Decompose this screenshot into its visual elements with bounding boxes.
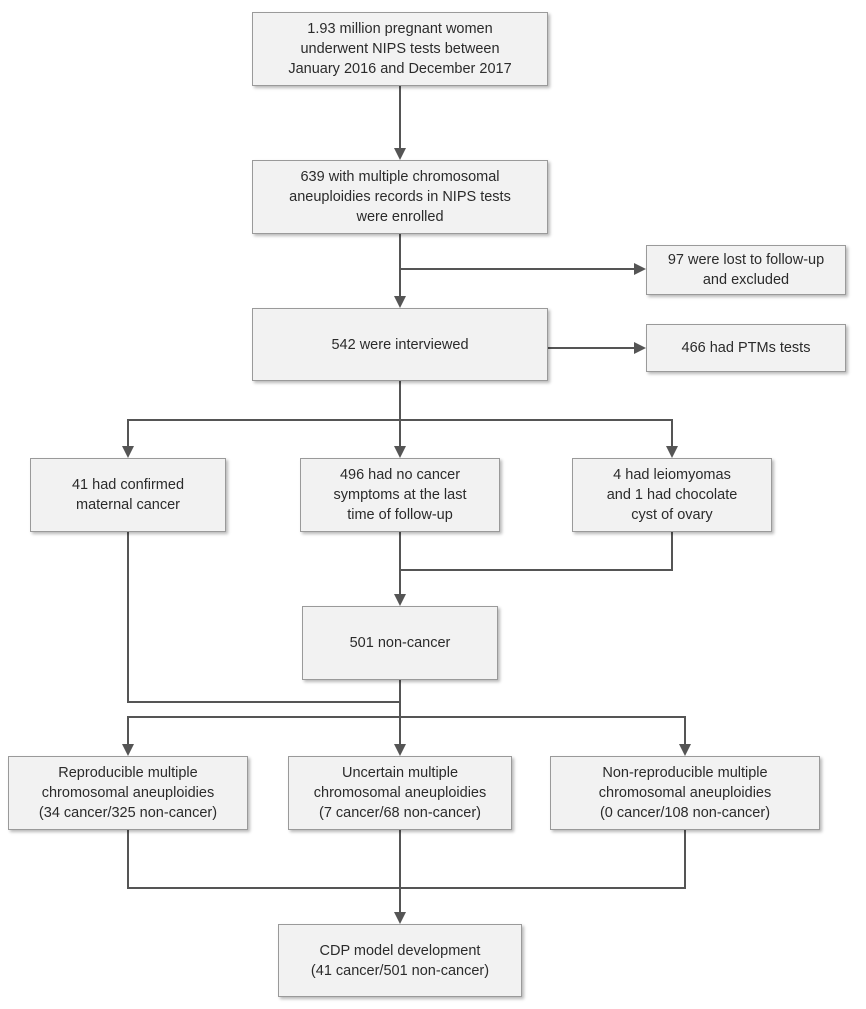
arrowhead-no-cancer xyxy=(394,446,406,458)
node-enrolled: 639 with multiple chromosomal aneuploidi… xyxy=(252,160,548,234)
node-ptms: 466 had PTMs tests xyxy=(646,324,846,372)
node-no-cancer-label: 496 had no cancer symptoms at the last t… xyxy=(333,467,467,523)
connector-class-merge xyxy=(127,830,686,889)
node-lost: 97 were lost to follow-up and excluded xyxy=(646,245,846,295)
arrowhead-enrolled xyxy=(394,148,406,160)
connector-cancer-merge xyxy=(127,532,400,703)
node-benign: 4 had leiomyomas and 1 had chocolate cys… xyxy=(572,458,772,532)
node-reproducible: Reproducible multiple chromosomal aneupl… xyxy=(8,756,248,830)
node-screened-label: 1.93 million pregnant women underwent NI… xyxy=(288,21,512,77)
node-cancer-label: 41 had confirmed maternal cancer xyxy=(71,477,185,513)
arrowhead-ptms xyxy=(634,342,646,354)
node-no-cancer: 496 had no cancer symptoms at the last t… xyxy=(300,458,500,532)
node-non-cancer-label: 501 non-cancer xyxy=(349,635,451,651)
node-non-reproducible: Non-reproducible multiple chromosomal an… xyxy=(550,756,820,830)
arrowhead-non-reproducible xyxy=(679,744,691,756)
node-lost-label: 97 were lost to follow-up and excluded xyxy=(667,252,825,288)
node-screened: 1.93 million pregnant women underwent NI… xyxy=(252,12,548,86)
arrowhead-non-cancer xyxy=(394,594,406,606)
arrowhead-benign xyxy=(666,446,678,458)
node-reproducible-label: Reproducible multiple chromosomal aneupl… xyxy=(38,765,218,821)
arrowhead-uncertain xyxy=(394,744,406,756)
node-cancer: 41 had confirmed maternal cancer xyxy=(30,458,226,532)
connector-class-bar xyxy=(127,716,686,746)
node-uncertain-label: Uncertain multiple chromosomal aneuploid… xyxy=(313,765,487,821)
node-benign-label: 4 had leiomyomas and 1 had chocolate cys… xyxy=(606,467,738,523)
arrowhead-interviewed xyxy=(394,296,406,308)
node-uncertain: Uncertain multiple chromosomal aneuploid… xyxy=(288,756,512,830)
node-model: CDP model development (41 cancer/501 non… xyxy=(278,924,522,997)
node-interviewed-label: 542 were interviewed xyxy=(331,336,469,353)
connector-benign-merge xyxy=(400,532,673,571)
node-enrolled-label: 639 with multiple chromosomal aneuploidi… xyxy=(289,169,511,225)
arrowhead-model xyxy=(394,912,406,924)
node-ptms-label: 466 had PTMs tests xyxy=(681,340,811,356)
node-model-label: CDP model development (41 cancer/501 non… xyxy=(310,942,490,979)
node-interviewed: 542 were interviewed xyxy=(252,308,548,381)
node-non-reproducible-label: Non-reproducible multiple chromosomal an… xyxy=(598,765,772,821)
arrowhead-lost xyxy=(634,263,646,275)
arrowhead-reproducible xyxy=(122,744,134,756)
connector-split-bar xyxy=(127,419,673,448)
arrowhead-cancer xyxy=(122,446,134,458)
node-non-cancer: 501 non-cancer xyxy=(302,606,498,680)
